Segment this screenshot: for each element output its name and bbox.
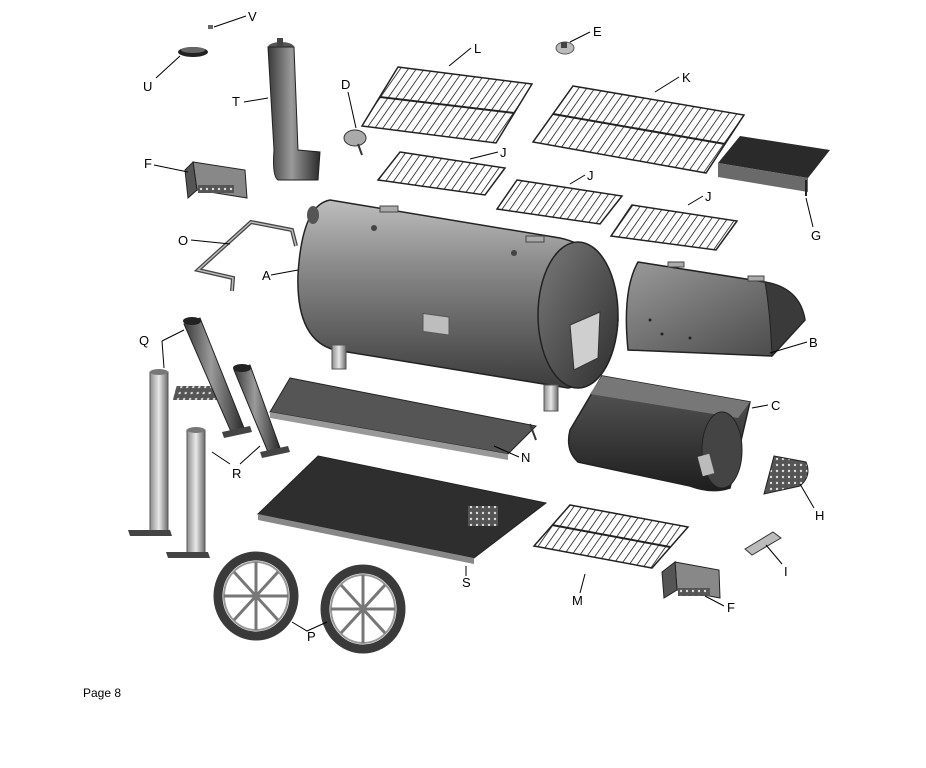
callout-v: V xyxy=(248,9,257,24)
part-q-long-leg-1 xyxy=(128,369,172,536)
part-d-thermometer xyxy=(343,129,367,156)
part-a-cooking-chamber xyxy=(297,199,619,412)
part-e-knob xyxy=(555,41,575,55)
part-g-front-shelf xyxy=(718,136,830,196)
part-m-lower-grate xyxy=(532,504,690,569)
callout-c: C xyxy=(771,398,780,413)
part-s-bottom-shelf xyxy=(256,455,548,564)
callout-d: D xyxy=(341,77,350,92)
part-c-firebox xyxy=(567,375,751,492)
callout-j-3: J xyxy=(705,189,712,204)
part-r-short-leg-1 xyxy=(183,317,252,438)
callout-b: B xyxy=(809,335,818,350)
part-o-handle xyxy=(193,219,298,292)
callout-s: S xyxy=(462,575,471,590)
part-v-screw xyxy=(208,25,213,29)
page-number: Page 8 xyxy=(83,686,122,700)
part-h-ash-pan xyxy=(763,455,809,495)
callout-k: K xyxy=(682,70,691,85)
part-p-wheel-2 xyxy=(320,564,406,654)
callout-j-2: J xyxy=(587,168,594,183)
part-u-stack-cap xyxy=(178,47,208,57)
callout-r: R xyxy=(232,466,241,481)
part-k-cooking-grate xyxy=(531,85,746,174)
callout-h: H xyxy=(815,508,824,523)
callout-l: L xyxy=(474,41,481,56)
leader-lines xyxy=(153,15,815,632)
part-f-bracket-bottom xyxy=(661,561,721,599)
callout-f-2: F xyxy=(727,600,735,615)
part-b-firebox-lid xyxy=(625,261,806,358)
callout-p: P xyxy=(307,629,316,644)
part-r-short-leg-2 xyxy=(233,364,290,458)
callout-i: I xyxy=(784,564,788,579)
part-t-smokestack xyxy=(267,38,321,181)
callout-o: O xyxy=(178,233,188,248)
callout-g: G xyxy=(811,228,821,243)
callout-e: E xyxy=(593,24,602,39)
part-n-lower-shelf xyxy=(172,377,538,460)
callout-m: M xyxy=(572,593,583,608)
part-l-cooking-grate xyxy=(360,66,534,144)
callout-n: N xyxy=(521,450,530,465)
callout-a: A xyxy=(262,268,271,283)
callout-labels: V U T D E L K J J J G F O A B C H I N S … xyxy=(139,9,824,644)
callout-f-1: F xyxy=(144,156,152,171)
part-q-long-leg-2 xyxy=(166,427,210,558)
callout-u: U xyxy=(143,79,152,94)
part-f-bracket-top xyxy=(184,160,248,200)
callout-q: Q xyxy=(139,333,149,348)
part-j-warming-rack-3 xyxy=(609,204,739,251)
part-j-warming-rack-1 xyxy=(376,151,507,196)
part-j-warming-rack-2 xyxy=(495,179,624,225)
callout-j-1: J xyxy=(500,145,507,160)
part-i-handle xyxy=(744,531,782,556)
part-p-wheel-1 xyxy=(213,551,299,641)
callout-t: T xyxy=(232,94,240,109)
